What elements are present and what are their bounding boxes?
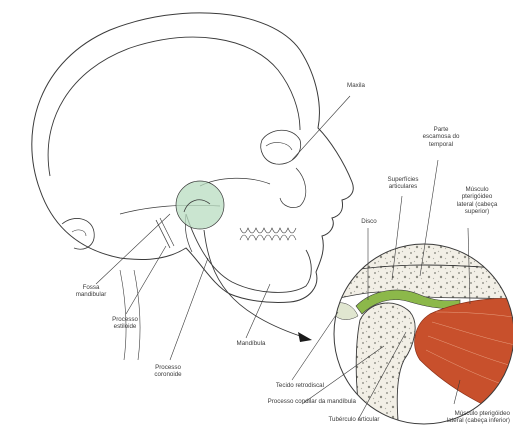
label-maxila: Maxila: [338, 82, 374, 89]
label-tecido-retrodiscal: Tecido retrodiscal: [238, 382, 324, 389]
connector-arrow: [298, 332, 312, 342]
label-processo-condilar: Processo condilar da mandíbula: [236, 398, 356, 405]
label-tuberculo-articular: Tubérculo articular: [318, 416, 390, 423]
ear: [62, 218, 94, 249]
connector-line: [204, 230, 300, 336]
head-outline: [32, 13, 353, 303]
label-musculo-inferior: Músculo pterigóideo lateral (cabeça infe…: [414, 410, 510, 425]
label-parte-escamosa: Parte escamosa do temporal: [414, 126, 468, 148]
label-fossa-mandibular: Fossa mandibular: [62, 284, 120, 299]
label-processo-estiloide: Processo estiloide: [100, 316, 150, 331]
label-musculo-superior: Músculo pterigóideo lateral (cabeça supe…: [448, 186, 506, 216]
tmj-highlight: [176, 181, 224, 229]
label-disco: Disco: [354, 218, 384, 225]
label-mandibula: Mandíbula: [228, 340, 274, 347]
orbit: [261, 130, 301, 164]
teeth: [240, 228, 296, 240]
label-superficies-articulares: Superfícies articulares: [378, 176, 428, 191]
label-processo-coronoide: Processo coronoide: [142, 364, 194, 379]
skull-vault: [48, 37, 300, 176]
